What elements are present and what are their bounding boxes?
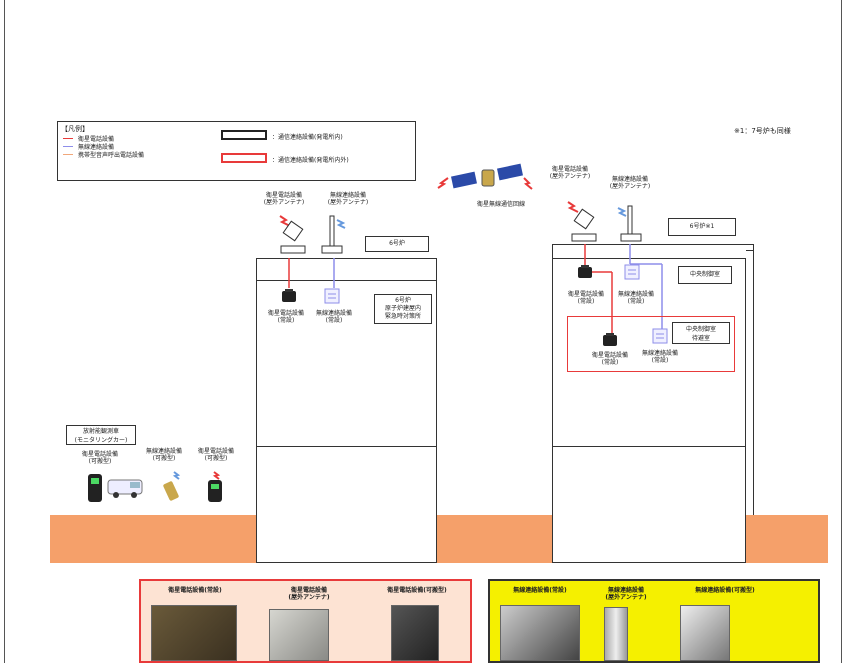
unit6-sat-antenna-icon bbox=[272, 210, 312, 260]
unit5-sat-antenna-icon bbox=[562, 196, 602, 246]
unit5-antenna-radio-label: 無線連絡設備 (屋外アンテナ) bbox=[600, 176, 660, 190]
photos-sat-panel: 衛星電話設備(常設) 衛星電話設備 (屋外アンテナ) 衛星電話設備(可搬型) bbox=[139, 579, 472, 663]
unit6-radio-label: 無線連絡設備 (常設) bbox=[304, 310, 364, 324]
satellite-icon bbox=[432, 160, 542, 205]
vehicle-sat-phone2-icon bbox=[204, 470, 226, 504]
legend: 【凡例】 衛星電話設備 無線連絡設備 携帯型音声呼出電話設備 ：通信連絡設備(発… bbox=[57, 121, 416, 181]
photo-sat-antenna bbox=[269, 609, 329, 661]
vehicle-sat-phone-icon bbox=[84, 470, 106, 504]
unit5-radio-label: 無線連絡設備 (常設) bbox=[606, 291, 666, 305]
unit6-room-label: 6号炉 原子炉建屋内 緊急時対策所 bbox=[374, 294, 432, 324]
unit5-basement bbox=[552, 515, 746, 563]
unit6-phone-icon bbox=[281, 288, 297, 304]
photo-sat-fixed bbox=[151, 605, 237, 661]
vehicle-sat-portable2-label: 衛星電話設備 (可搬型) bbox=[188, 448, 244, 462]
legend-line-voice bbox=[63, 154, 73, 155]
vehicle-radio-portable-label: 無線連絡設備 (可搬型) bbox=[134, 448, 194, 462]
note: ※1：7号炉も同様 bbox=[734, 126, 791, 136]
photo-radio-antenna-label: 無線連絡設備 (屋外アンテナ) bbox=[586, 587, 666, 601]
photo-radio-portable bbox=[680, 605, 730, 661]
photos-radio-panel: 無線連絡設備(常設) 無線連絡設備 (屋外アンテナ) 無線連絡設備(可搬型) bbox=[488, 579, 820, 663]
unit5-waiting-room-label: 中央制御室 待避室 bbox=[672, 322, 730, 344]
unit5-floorline bbox=[552, 446, 746, 447]
satellite-label: 衛星無線通信回線 bbox=[477, 201, 525, 208]
legend-label-voice: 携帯型音声呼出電話設備 bbox=[78, 150, 144, 159]
unit6-antenna-radio-label: 無線連絡設備 (屋外アンテナ) bbox=[318, 192, 378, 206]
legend-box-outer bbox=[221, 153, 267, 163]
photo-sat-antenna-label: 衛星電話設備 (屋外アンテナ) bbox=[259, 587, 359, 601]
unit5-radio2-icon bbox=[652, 328, 668, 344]
vehicle-name: 放射能観測車 (モニタリングカー) bbox=[66, 425, 136, 445]
unit6-basement bbox=[256, 515, 437, 563]
vehicle-sat-portable-label: 衛星電話設備 (可搬型) bbox=[72, 451, 128, 465]
unit6-name: 6号炉 bbox=[365, 236, 429, 252]
monitoring-car-icon bbox=[106, 474, 146, 500]
photo-radio-antenna bbox=[604, 607, 628, 661]
photo-sat-portable-label: 衛星電話設備(可搬型) bbox=[367, 587, 467, 594]
legend-label-box-outer: ：通信連絡設備(発電所内外) bbox=[272, 155, 349, 164]
photo-radio-fixed bbox=[500, 605, 580, 661]
photo-sat-portable bbox=[391, 605, 439, 661]
unit6-floorline bbox=[256, 446, 437, 447]
legend-line-sat bbox=[63, 138, 73, 139]
unit6-radio-antenna-icon bbox=[320, 212, 350, 260]
photo-radio-portable-label: 無線連絡設備(可搬型) bbox=[670, 587, 780, 594]
legend-label-box-inner: ：通信連絡設備(発電所内) bbox=[272, 132, 343, 141]
photo-sat-fixed-label: 衛星電話設備(常設) bbox=[145, 587, 245, 594]
unit5-antenna-sat-label: 衛星電話設備 (屋外アンテナ) bbox=[540, 166, 600, 180]
legend-title: 【凡例】 bbox=[61, 124, 89, 134]
unit6-antenna-sat-label: 衛星電話設備 (屋外アンテナ) bbox=[254, 192, 314, 206]
unit6-radio-icon bbox=[324, 288, 340, 304]
unit5-name: 6号炉※1 bbox=[668, 218, 736, 236]
unit5-radio-icon bbox=[624, 264, 640, 280]
unit5-radio-antenna-icon bbox=[615, 200, 645, 246]
photo-radio-fixed-label: 無線連絡設備(常設) bbox=[492, 587, 588, 594]
unit5-radio2-label: 無線連絡設備 (常設) bbox=[630, 350, 690, 364]
unit5-phone2-icon bbox=[602, 332, 618, 348]
vehicle-radio-icon bbox=[160, 470, 190, 504]
unit5-phone-icon bbox=[577, 264, 593, 280]
legend-line-radio bbox=[63, 146, 73, 147]
legend-box-inner bbox=[221, 130, 267, 140]
